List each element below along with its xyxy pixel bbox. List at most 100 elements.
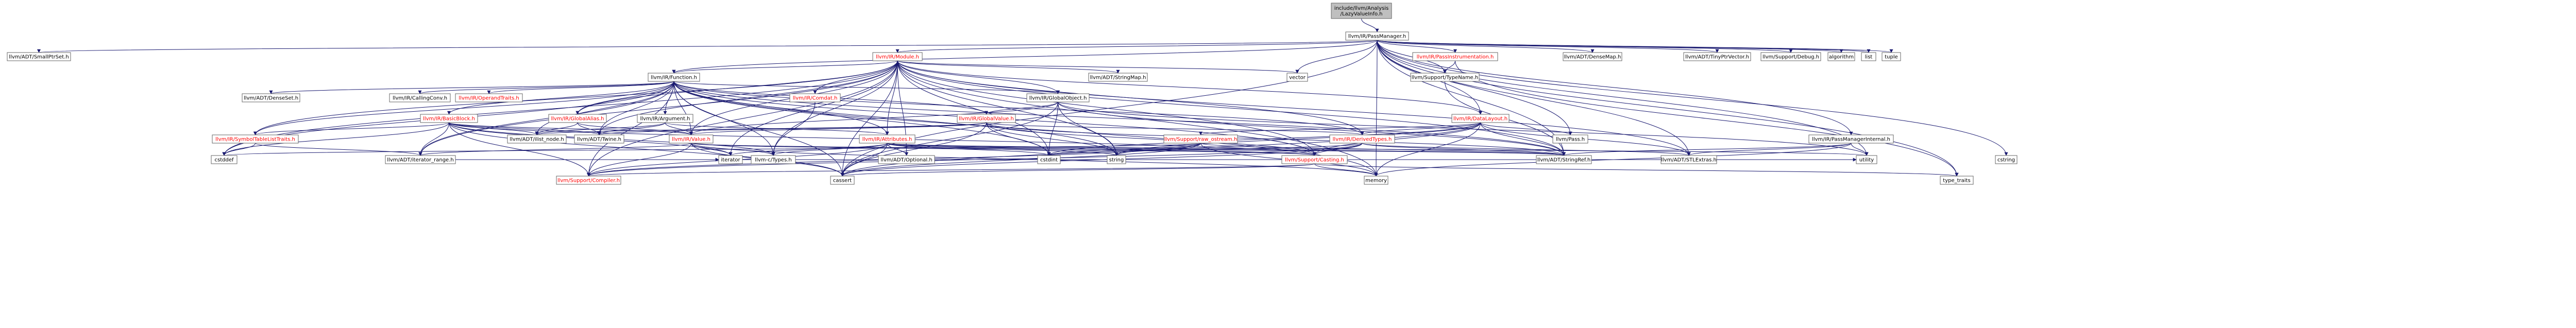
node-ctypes[interactable]: llvm-c/Types.h	[751, 155, 796, 164]
edge-rawostream-to-cstdint	[1047, 143, 1201, 156]
node-twine[interactable]: llvm/ADT/Twine.h	[574, 134, 624, 144]
node-cstddef[interactable]: cstddef	[211, 155, 238, 164]
node-utility[interactable]: utility	[1856, 155, 1877, 164]
node-label: llvm/Pass.h	[1556, 137, 1585, 143]
node-debug[interactable]: llvm/Support/Debug.h	[1760, 52, 1821, 61]
edge-passmanager-to-passinstr	[1377, 40, 1457, 53]
edge-pmi-to-stringref	[1562, 143, 1852, 156]
node-module[interactable]: llvm/IR/Module.h	[872, 52, 923, 61]
edge-basicblock-to-compiler	[449, 122, 590, 177]
edge-casting-to-compiler	[587, 163, 1315, 177]
node-iterator[interactable]: iterator	[718, 155, 743, 164]
node-vector[interactable]: vector	[1286, 73, 1308, 82]
node-box	[1552, 134, 1588, 144]
node-label: llvm/IR/PassManagerInternal.h	[1812, 137, 1890, 143]
edge-function-to-value	[673, 81, 693, 135]
node-callingconv[interactable]: llvm/IR/CallingConv.h	[389, 93, 451, 102]
node-rawostream[interactable]: llvm/Support/raw_ostream.h	[1163, 134, 1238, 144]
node-globalobject[interactable]: llvm/IR/GlobalObject.h	[1026, 93, 1090, 102]
node-cstdint[interactable]: cstdint	[1037, 155, 1061, 164]
node-root[interactable]: include/llvm/Analysis/LazyValueInfo.h	[1331, 3, 1392, 19]
node-passinstr[interactable]: llvm/IR/PassInstrumentation.h	[1412, 52, 1498, 61]
node-box	[957, 114, 1016, 123]
node-smallptrset[interactable]: llvm/ADT/SmallPtrSet.h	[7, 52, 71, 61]
node-derivedtypes[interactable]: llvm/IR/DerivedTypes.h	[1329, 134, 1395, 144]
edge-datalayout-to-cstdint	[1047, 122, 1481, 156]
node-box	[1660, 155, 1717, 164]
edge-module-to-attributes	[885, 60, 898, 135]
node-memory[interactable]: memory	[1364, 176, 1388, 185]
node-label: llvm/ADT/TinyPtrVector.h	[1685, 55, 1749, 60]
node-cassert[interactable]: cassert	[830, 176, 855, 185]
node-box	[878, 155, 935, 164]
node-label: llvm/IR/CallingConv.h	[393, 96, 447, 101]
node-function[interactable]: llvm/IR/Function.h	[648, 73, 700, 82]
node-densemap[interactable]: llvm/ADT/DenseMap.h	[1563, 52, 1622, 61]
node-hash[interactable]: llvm/Pass.h	[1552, 134, 1588, 144]
node-value[interactable]: llvm/IR/Value.h	[669, 134, 714, 144]
node-globalvalue[interactable]: llvm/IR/GlobalValue.h	[957, 114, 1016, 123]
node-label: llvm/ADT/Optional.h	[880, 158, 932, 163]
node-tinyptrvector[interactable]: llvm/ADT/TinyPtrVector.h	[1683, 52, 1751, 61]
edge-globalvalue-to-cstdint	[986, 122, 1051, 156]
node-basicblock[interactable]: llvm/IR/BasicBlock.h	[420, 114, 478, 123]
node-iterator_range[interactable]: llvm/ADT/iterator_range.h	[385, 155, 456, 164]
node-string[interactable]: string	[1107, 155, 1126, 164]
node-box	[211, 155, 238, 164]
node-ilistnode[interactable]: llvm/ADT/ilist_node.h	[507, 134, 567, 144]
node-box	[1037, 155, 1061, 164]
node-box	[1281, 155, 1348, 164]
node-stringmap[interactable]: llvm/ADT/StringMap.h	[1088, 73, 1148, 82]
edge-argument-to-ilistnode	[535, 122, 666, 135]
edge-function-to-densesetlib	[269, 81, 674, 94]
node-label: memory	[1365, 178, 1387, 184]
edge-basicblock-to-cstddef	[222, 122, 449, 156]
node-label: llvm/ADT/StringMap.h	[1090, 75, 1146, 81]
node-box	[507, 134, 567, 144]
node-box	[1410, 73, 1480, 82]
edge-globalobject-to-stringref	[1058, 101, 1566, 156]
edge-basicblock-to-iterator_range	[418, 122, 449, 156]
node-globalalias[interactable]: llvm/IR/GlobalAlias.h	[548, 114, 607, 123]
node-typetraits[interactable]: type_traits	[1940, 176, 1974, 185]
edge-globalvalue-to-value	[689, 122, 987, 135]
edge-module-to-function	[672, 60, 898, 74]
node-tuple[interactable]: tuple	[1882, 52, 1901, 61]
node-box	[1088, 73, 1148, 82]
node-list[interactable]: list	[1861, 52, 1876, 61]
node-densesetlib[interactable]: llvm/ADT/DenseSet.h	[242, 93, 300, 102]
node-datalayout[interactable]: llvm/IR/DataLayout.h	[1451, 114, 1510, 123]
node-compiler[interactable]: llvm/Support/Compiler.h	[556, 176, 621, 185]
edge-passmanager-to-typetraits	[1377, 40, 1959, 177]
node-stlextras[interactable]: llvm/ADT/STLExtras.h	[1660, 155, 1717, 164]
node-box	[212, 134, 299, 144]
node-symboltable[interactable]: llvm/IR/SymbolTableListTraits.h	[212, 134, 299, 144]
edge-module-to-vector	[897, 60, 1299, 74]
node-label: vector	[1289, 75, 1306, 81]
node-operandtraits[interactable]: llvm/IR/OperandTraits.h	[455, 93, 523, 102]
node-label: utility	[1859, 158, 1874, 163]
node-argument[interactable]: llvm/IR/Argument.h	[637, 114, 693, 123]
node-passmanager[interactable]: llvm/IR/PassManager.h	[1345, 31, 1409, 41]
edge-function-to-iterator_range	[418, 81, 674, 156]
edge-globalobject-to-cassert	[840, 101, 1058, 177]
node-cstring[interactable]: cstring	[1995, 155, 2018, 164]
node-casting[interactable]: llvm/Support/Casting.h	[1281, 155, 1348, 164]
node-typename[interactable]: llvm/Support/TypeName.h	[1410, 73, 1480, 82]
node-optional[interactable]: llvm/ADT/Optional.h	[878, 155, 935, 164]
node-algorithm[interactable]: algorithm	[1827, 52, 1855, 61]
node-comdat[interactable]: llvm/IR/Comdat.h	[789, 93, 841, 102]
edge-datalayout-to-hash	[1480, 122, 1572, 135]
node-stringref[interactable]: llvm/ADT/StringRef.h	[1536, 155, 1592, 164]
node-box	[1536, 155, 1592, 164]
node-pmi[interactable]: llvm/IR/PassManagerInternal.h	[1808, 134, 1894, 144]
edge-module-to-compiler	[587, 60, 898, 177]
node-label: cstdint	[1040, 158, 1058, 163]
node-label: llvm/ADT/ilist_node.h	[510, 137, 564, 143]
node-attributes[interactable]: llvm/IR/Attributes.h	[859, 134, 916, 144]
edge-passmanager-to-memory	[1374, 40, 1378, 177]
node-label: llvm/IR/OperandTraits.h	[459, 96, 519, 101]
edge-globalvalue-to-twine	[597, 122, 987, 135]
edge-derivedtypes-to-stringref	[1362, 143, 1566, 156]
